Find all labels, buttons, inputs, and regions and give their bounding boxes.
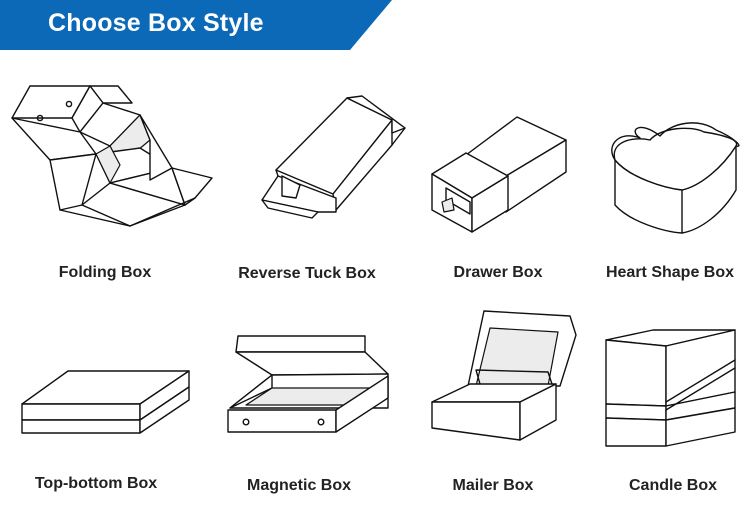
- banner-shape: [0, 0, 392, 50]
- box-label: Top-bottom Box: [34, 475, 158, 492]
- box-label: Reverse Tuck Box: [238, 265, 376, 282]
- drawer-box-icon: [431, 116, 567, 233]
- top-bottom-box-icon: [21, 370, 190, 434]
- box-label: Candle Box: [628, 477, 718, 494]
- magnetic-box-icon: [227, 335, 389, 433]
- mailer-box-icon: [431, 310, 577, 441]
- reverse-tuck-box-icon: [261, 95, 406, 219]
- page-title: Choose Box Style: [48, 9, 264, 37]
- folding-box-icon: [11, 85, 213, 227]
- box-label: Heart Shape Box: [605, 264, 735, 281]
- box-label: Folding Box: [58, 264, 152, 281]
- box-label: Mailer Box: [452, 477, 534, 494]
- box-label: Drawer Box: [453, 264, 543, 281]
- header-banner: Choose Box Style: [0, 0, 392, 50]
- heart-shape-box-icon: [611, 122, 740, 234]
- box-label: Magnetic Box: [246, 477, 352, 494]
- candle-box-icon: [605, 329, 736, 447]
